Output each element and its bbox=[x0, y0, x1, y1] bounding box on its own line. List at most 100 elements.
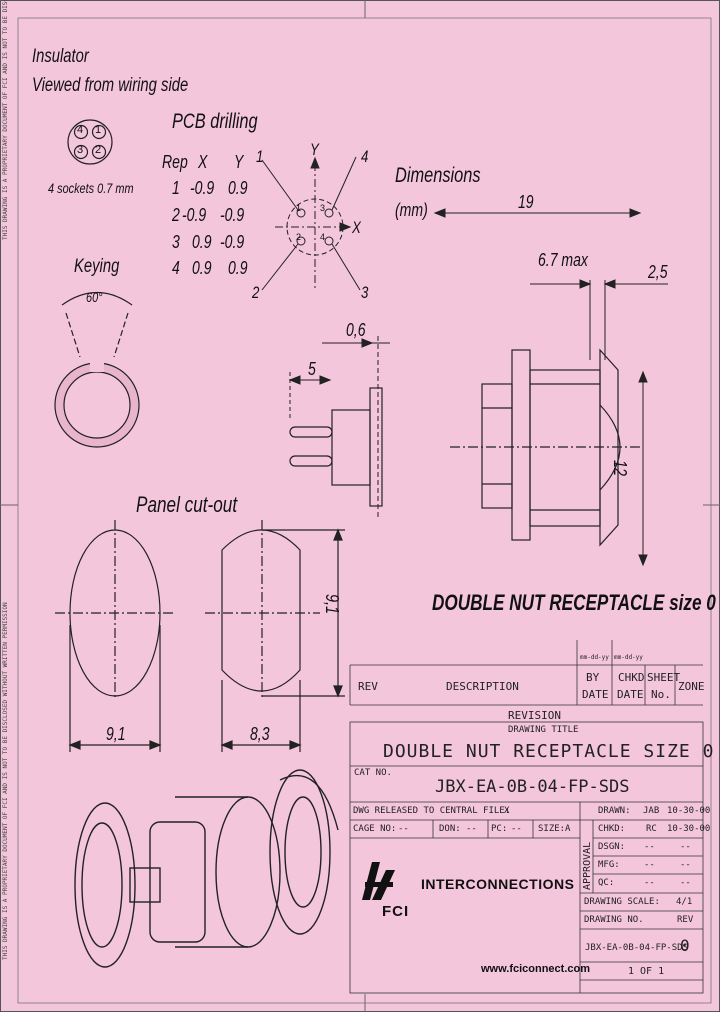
insulator-pin-4: 4 bbox=[77, 124, 84, 136]
dim-thickness: 0,6 bbox=[346, 320, 366, 340]
insulator-subtitle: Viewed from wiring side bbox=[32, 75, 189, 96]
insulator-pin-1: 1 bbox=[95, 124, 102, 136]
pcb-hole-3: 3 bbox=[320, 203, 326, 213]
approval-chkd-by: RC bbox=[646, 824, 657, 834]
rev-header-sheet: SHEET bbox=[647, 671, 681, 684]
dim-overall: 19 bbox=[518, 192, 534, 212]
pcb-row-4-y: 0.9 bbox=[228, 258, 248, 278]
side-notice-top: THIS DRAWING IS A PROPRIETARY DOCUMENT O… bbox=[2, 0, 9, 240]
don-value: -- bbox=[466, 824, 477, 834]
approval-dsgn-date: -- bbox=[680, 842, 691, 852]
drawing-scale-label: DRAWING SCALE: bbox=[584, 897, 660, 907]
rev-header-chkd: CHKD bbox=[618, 671, 645, 684]
pcb-row-3-y: -0.9 bbox=[220, 232, 245, 252]
pc-label: PC: bbox=[491, 824, 508, 834]
dim-pin: 5 bbox=[308, 359, 316, 379]
approval-qc-by: -- bbox=[644, 878, 655, 888]
drawing-scale: 4/1 bbox=[676, 897, 693, 907]
pcb-row-4-x: 0.9 bbox=[192, 258, 212, 278]
pcb-axis-x: X bbox=[352, 218, 361, 237]
exploded-view bbox=[74, 769, 339, 968]
approval-chkd-label: CHKD: bbox=[598, 824, 626, 834]
panel-title: Panel cut-out bbox=[136, 492, 238, 517]
rev-header-zone: ZONE bbox=[678, 680, 705, 693]
logo-text: FCI bbox=[382, 903, 410, 920]
panel-cutout-round bbox=[55, 520, 175, 752]
drawing-title-label: DRAWING TITLE bbox=[508, 725, 579, 735]
dimensions-title: Dimensions bbox=[395, 164, 481, 187]
dim-max: 6.7 max bbox=[538, 250, 588, 270]
rev-small-label-2: mm-dd-yy bbox=[614, 654, 643, 661]
size-value: A bbox=[565, 824, 571, 834]
insulator-pin-3: 3 bbox=[77, 144, 84, 156]
pcb-callout-3: 3 bbox=[361, 283, 369, 302]
pcb-hole-2: 2 bbox=[296, 232, 302, 242]
rev-header-date: DATE bbox=[582, 688, 609, 701]
dimensions-unit: (mm) bbox=[395, 200, 428, 220]
cat-no: JBX-EA-0B-04-FP-SDS bbox=[435, 777, 630, 797]
dim-height: 12 bbox=[610, 460, 630, 477]
cage-no-value: -- bbox=[398, 824, 409, 834]
approval-dsgn-by: -- bbox=[644, 842, 655, 852]
dwg-released-label: DWG RELEASED TO CENTRAL FILE: bbox=[353, 806, 511, 816]
approval-label: APPROVAL bbox=[582, 841, 593, 890]
drawing-no-label: DRAWING NO. bbox=[584, 915, 644, 925]
pc-value: -- bbox=[511, 824, 522, 834]
panel-cutout-flat bbox=[205, 520, 345, 752]
company-url[interactable]: www.fciconnect.com bbox=[481, 963, 591, 975]
cage-no-label: CAGE NO: bbox=[353, 824, 397, 834]
pcb-header-rep: Rep bbox=[162, 152, 188, 172]
drawing-rev: 0 bbox=[680, 936, 690, 955]
insulator-title: Insulator bbox=[32, 46, 89, 67]
pcb-callout-2: 2 bbox=[252, 283, 260, 302]
pin-side-view bbox=[289, 387, 383, 507]
pcb-row-2-x: -0.9 bbox=[182, 205, 207, 225]
rev-header-rev: REV bbox=[358, 680, 378, 693]
revision-caption: REVISION bbox=[508, 709, 561, 722]
pcb-row-3-x: 0.9 bbox=[192, 232, 212, 252]
approval-drawn-label: DRAWN: bbox=[598, 806, 631, 816]
panel-w1: 9,1 bbox=[106, 724, 126, 744]
sheet: 1 OF 1 bbox=[628, 966, 665, 977]
pcb-hole-1: 1 bbox=[296, 203, 302, 213]
size-label: SIZE: bbox=[538, 824, 566, 834]
company-name: INTERCONNECTIONS bbox=[421, 876, 575, 892]
revision-table bbox=[349, 640, 703, 706]
side-notice-bottom: THIS DRAWING IS A PROPRIETARY DOCUMENT O… bbox=[2, 602, 9, 960]
drawing-rev-label: REV bbox=[677, 915, 694, 925]
pcb-row-3-rep: 3 bbox=[172, 232, 180, 252]
dwg-released-value: X bbox=[504, 806, 510, 816]
approval-chkd-date: 10-30-00 bbox=[667, 824, 711, 834]
insulator-face bbox=[67, 119, 113, 165]
approval-dsgn-label: DSGN: bbox=[598, 842, 626, 852]
don-label: DON: bbox=[439, 824, 461, 834]
approval-drawn-by: JAB bbox=[643, 806, 660, 816]
rev-header-by: BY bbox=[586, 671, 600, 684]
keying-title: Keying bbox=[74, 256, 120, 277]
pcb-row-4-rep: 4 bbox=[172, 258, 180, 278]
receptacle-side-view bbox=[450, 348, 640, 547]
panel-w2: 8,3 bbox=[250, 724, 270, 744]
approval-drawn-date: 10-30-00 bbox=[667, 806, 711, 816]
product-title: DOUBLE NUT RECEPTACLE size 0 bbox=[432, 590, 716, 615]
pcb-row-1-y: 0.9 bbox=[228, 178, 248, 198]
pcb-callout-4: 4 bbox=[361, 147, 369, 166]
rev-header-description: DESCRIPTION bbox=[446, 680, 519, 693]
pcb-callout-1: 1 bbox=[256, 147, 264, 166]
approval-mfg-label: MFG: bbox=[598, 860, 620, 870]
rev-small-label-1: mm-dd-yy bbox=[580, 654, 609, 661]
drawing-no: JBX-EA-0B-04-FP-SDS bbox=[585, 943, 688, 953]
keying-angle: 60° bbox=[86, 289, 103, 305]
pcb-row-1-x: -0.9 bbox=[190, 178, 215, 198]
dim-flange: 2,5 bbox=[648, 262, 668, 282]
panel-h: 9,1 bbox=[322, 594, 342, 615]
pcb-header-x: X bbox=[198, 152, 208, 172]
approval-mfg-by: -- bbox=[644, 860, 655, 870]
pcb-title: PCB drilling bbox=[172, 110, 258, 133]
insulator-sockets: 4 sockets 0.7 mm bbox=[48, 180, 134, 196]
approval-qc-label: QC: bbox=[598, 878, 615, 888]
cat-no-label: CAT NO. bbox=[354, 768, 392, 778]
pcb-header-y: Y bbox=[234, 152, 244, 172]
pcb-row-2-y: -0.9 bbox=[220, 205, 245, 225]
